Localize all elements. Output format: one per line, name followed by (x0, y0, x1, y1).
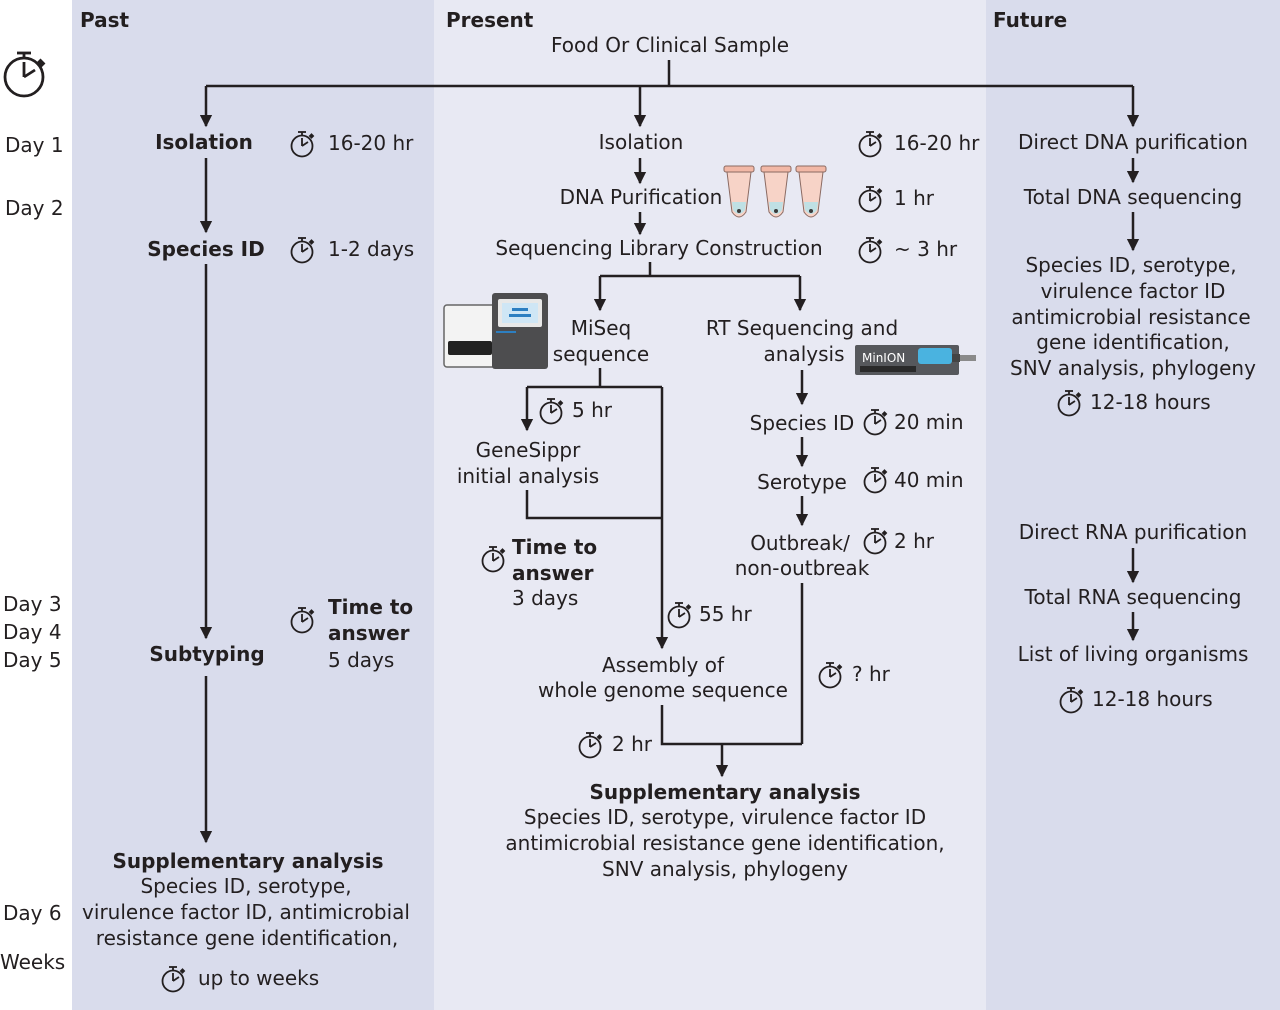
past-isolation: Isolation (155, 130, 253, 154)
future-outcome-line: antimicrobial resistance (1011, 305, 1251, 329)
day-label: Day 6 (3, 901, 62, 925)
miseq-label: MiSeq (570, 316, 632, 340)
unknown-time: ? hr (852, 662, 890, 686)
outbreak-label: Outbreak/ (750, 531, 850, 555)
day-label: Day 1 (5, 133, 64, 157)
stopwatch-icon (3, 51, 46, 98)
rt-serotype-time: 40 min (894, 468, 964, 492)
day-label: Day 3 (3, 592, 62, 616)
assembly-label: whole genome sequence (538, 678, 788, 702)
weeks-label: Weeks (0, 950, 66, 974)
future-outcome-line: gene identification, (1036, 330, 1230, 354)
present-supp-line: SNV analysis, phylogeny (602, 857, 848, 881)
present-supp-line: Species ID, serotype, virulence factor I… (523, 805, 927, 829)
day-label: Day 2 (5, 196, 64, 220)
stopwatch-icon (667, 602, 692, 629)
future-dna-time: 12-18 hours (1090, 390, 1211, 414)
past-isolation-time: 16-20 hr (328, 131, 414, 155)
stopwatch-icon (539, 398, 564, 425)
minion-label: MinION (862, 351, 905, 365)
stopwatch-icon (290, 237, 315, 264)
past-supp-line: Species ID, serotype, (140, 874, 352, 898)
future-direct-dna: Direct DNA purification (1018, 130, 1248, 154)
day-label: Day 5 (3, 648, 62, 672)
present-library-time: ~ 3 hr (894, 237, 958, 261)
present-supp-title: Supplementary analysis (589, 780, 861, 804)
present-dna-purification: DNA Purification (559, 185, 723, 209)
stopwatch-icon (290, 131, 315, 158)
past-subtyping: Subtyping (149, 642, 265, 666)
past-supp-time: up to weeks (198, 966, 320, 990)
post-assembly-time: 2 hr (612, 732, 652, 756)
rt-serotype: Serotype (757, 470, 847, 494)
miseq-label: sequence (552, 342, 650, 366)
past-supp-line: virulence factor ID, antimicrobial (82, 900, 410, 924)
past-time-to-answer: Time to (328, 595, 414, 619)
miseq-instrument-icon (443, 293, 548, 369)
stopwatch-icon (863, 467, 888, 494)
outbreak-time: 2 hr (894, 529, 934, 553)
day-label: Day 4 (3, 620, 62, 644)
future-outcome-line: Species ID, serotype, (1025, 253, 1237, 277)
present-time-to-answer: Time to (512, 535, 598, 559)
present-header: Present (446, 8, 534, 32)
future-direct-rna: Direct RNA purification (1018, 520, 1248, 544)
present-supp-line: antimicrobial resistance gene identifica… (505, 831, 945, 855)
rt-label: RT Sequencing and (705, 316, 899, 340)
stopwatch-icon (578, 732, 603, 759)
tube-icon (723, 165, 827, 218)
rt-label: analysis (763, 342, 845, 366)
stopwatch-icon (818, 662, 843, 689)
present-answer-days: 3 days (512, 586, 579, 610)
sample-label: Food Or Clinical Sample (550, 33, 790, 57)
past-answer-days: 5 days (328, 648, 395, 672)
stopwatch-icon (858, 131, 883, 158)
future-total-dna: Total DNA sequencing (1023, 185, 1243, 209)
minion-device-icon: MinION (855, 345, 976, 375)
past-time-to-answer: answer (328, 621, 410, 645)
stopwatch-icon (481, 546, 506, 573)
stopwatch-icon (858, 186, 883, 213)
future-living-organisms: List of living organisms (1017, 642, 1249, 666)
past-species-time: 1-2 days (328, 237, 415, 261)
genesippr-label: GeneSippr (475, 438, 581, 462)
assembly-time: 55 hr (699, 602, 752, 626)
stopwatch-icon (161, 966, 186, 993)
stopwatch-icon (290, 607, 315, 634)
past-header: Past (80, 8, 130, 32)
present-library: Sequencing Library Construction (495, 236, 823, 260)
stopwatch-icon (1057, 390, 1082, 417)
present-time-to-answer: answer (512, 561, 594, 585)
stopwatch-icon (863, 528, 888, 555)
future-outcome-line: SNV analysis, phylogeny (1010, 356, 1256, 380)
rt-species-id: Species ID (749, 411, 855, 435)
past-band (72, 0, 434, 1010)
stopwatch-icon (863, 409, 888, 436)
present-dna-time: 1 hr (894, 186, 934, 210)
future-outcome-line: virulence factor ID (1040, 279, 1226, 303)
stopwatch-icon (858, 237, 883, 264)
past-supp-title: Supplementary analysis (112, 849, 384, 873)
present-isolation-time: 16-20 hr (894, 131, 980, 155)
rt-species-time: 20 min (894, 410, 964, 434)
past-species-id: Species ID (147, 237, 265, 261)
future-total-rna: Total RNA sequencing (1024, 585, 1242, 609)
present-isolation: Isolation (598, 130, 684, 154)
future-rna-time: 12-18 hours (1092, 687, 1213, 711)
stopwatch-icon (1059, 687, 1084, 714)
genesippr-label: initial analysis (456, 464, 600, 488)
past-supp-line: resistance gene identification, (95, 926, 399, 950)
outbreak-label: non-outbreak (734, 556, 870, 580)
assembly-label: Assembly of (601, 653, 725, 677)
future-header: Future (993, 8, 1068, 32)
miseq-time: 5 hr (572, 398, 612, 422)
